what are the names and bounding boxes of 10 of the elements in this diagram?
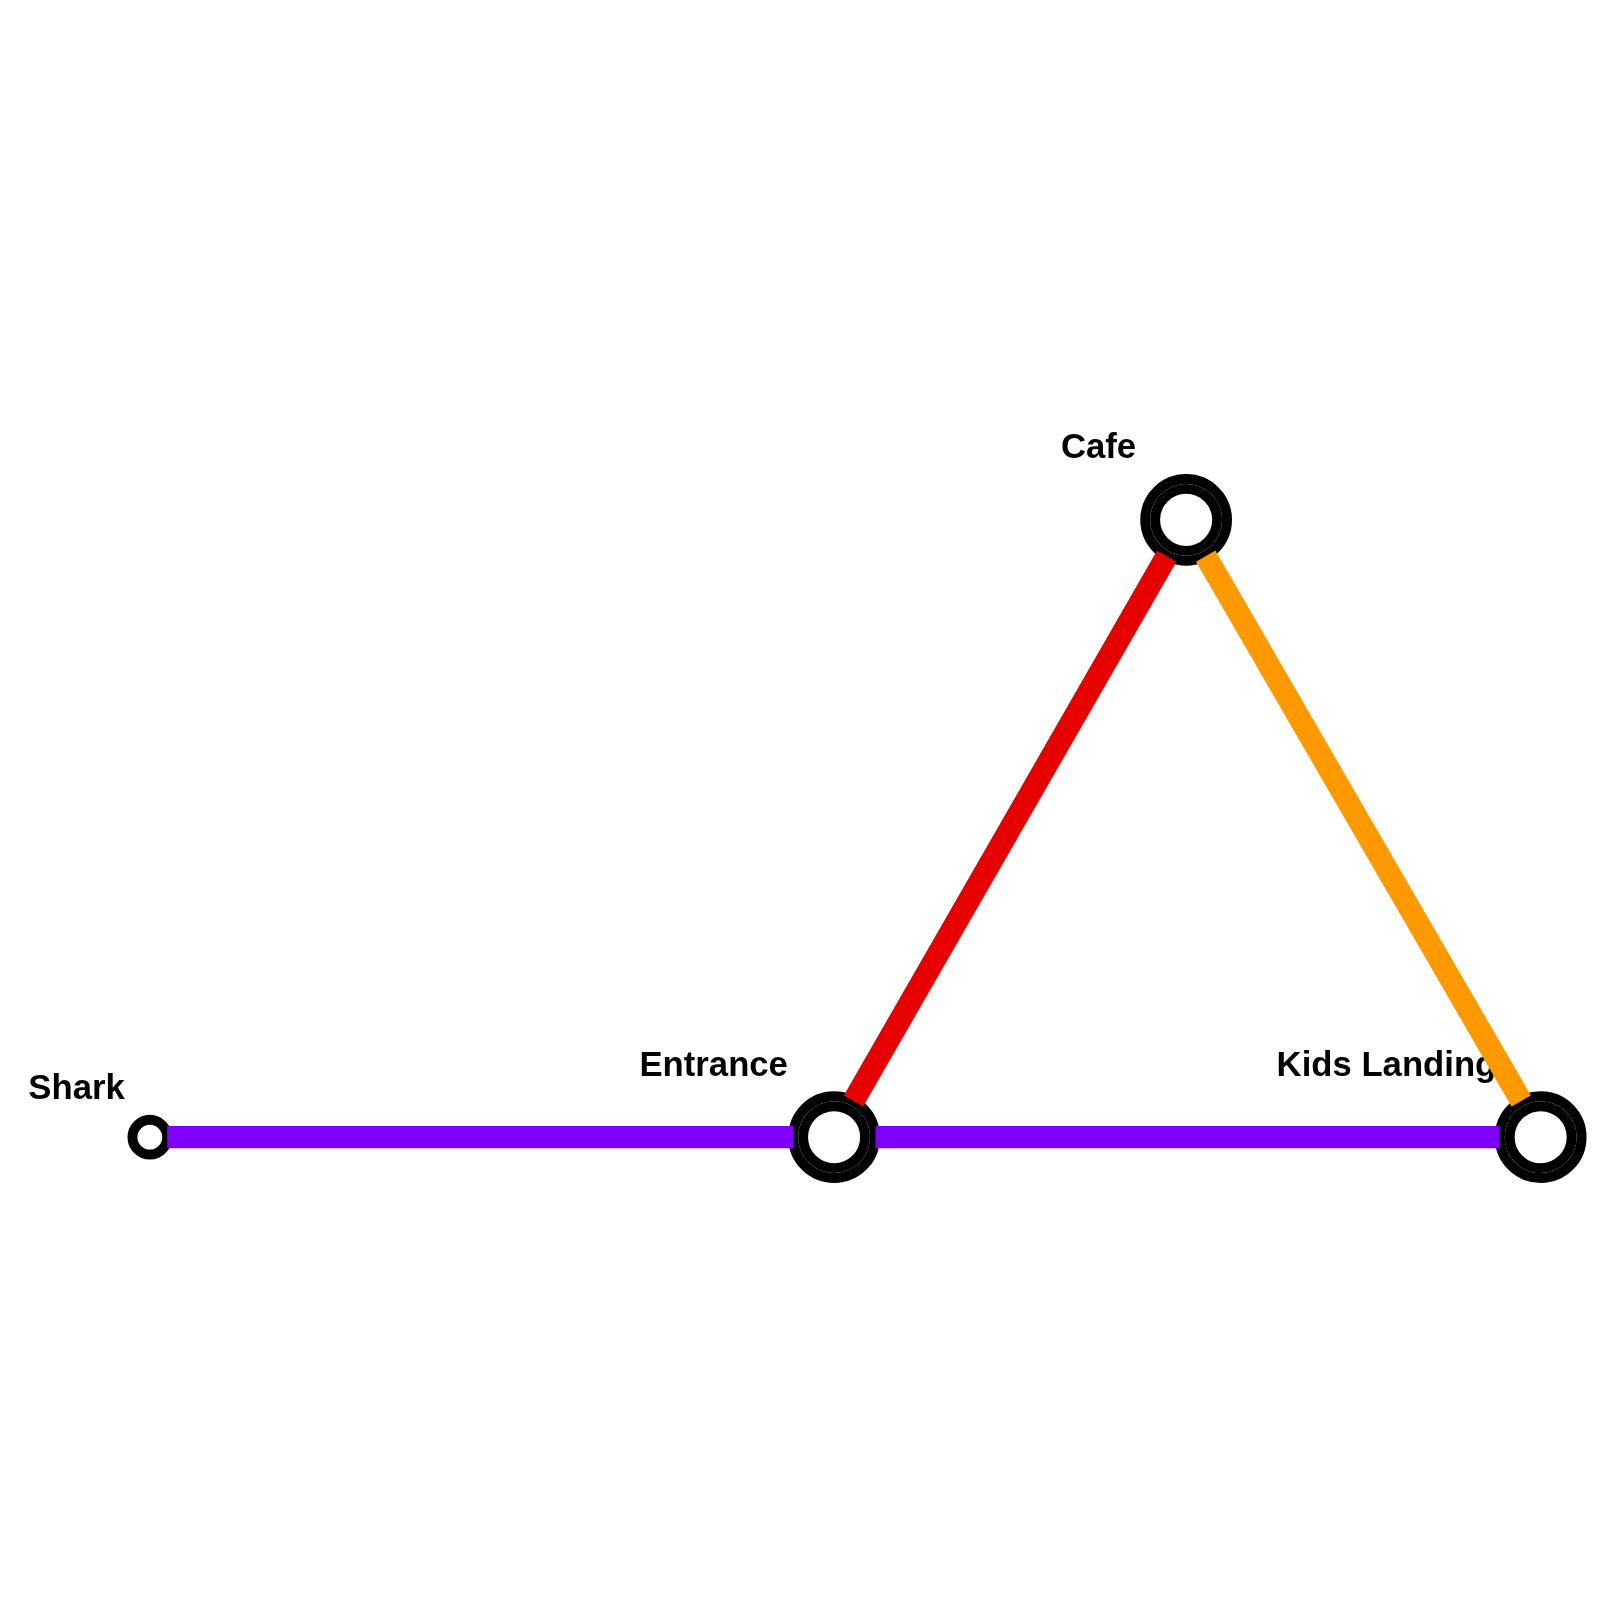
node-circle (1140, 474, 1232, 566)
connector (843, 550, 1177, 1107)
node-label: Entrance (639, 1044, 788, 1083)
node-circle (1494, 1091, 1587, 1184)
node-label: Shark (28, 1068, 125, 1107)
connector (1196, 550, 1531, 1107)
connector (167, 1126, 794, 1149)
node-label: Cafe (1060, 427, 1137, 466)
node-circle (788, 1091, 880, 1184)
connector (875, 1126, 1500, 1149)
